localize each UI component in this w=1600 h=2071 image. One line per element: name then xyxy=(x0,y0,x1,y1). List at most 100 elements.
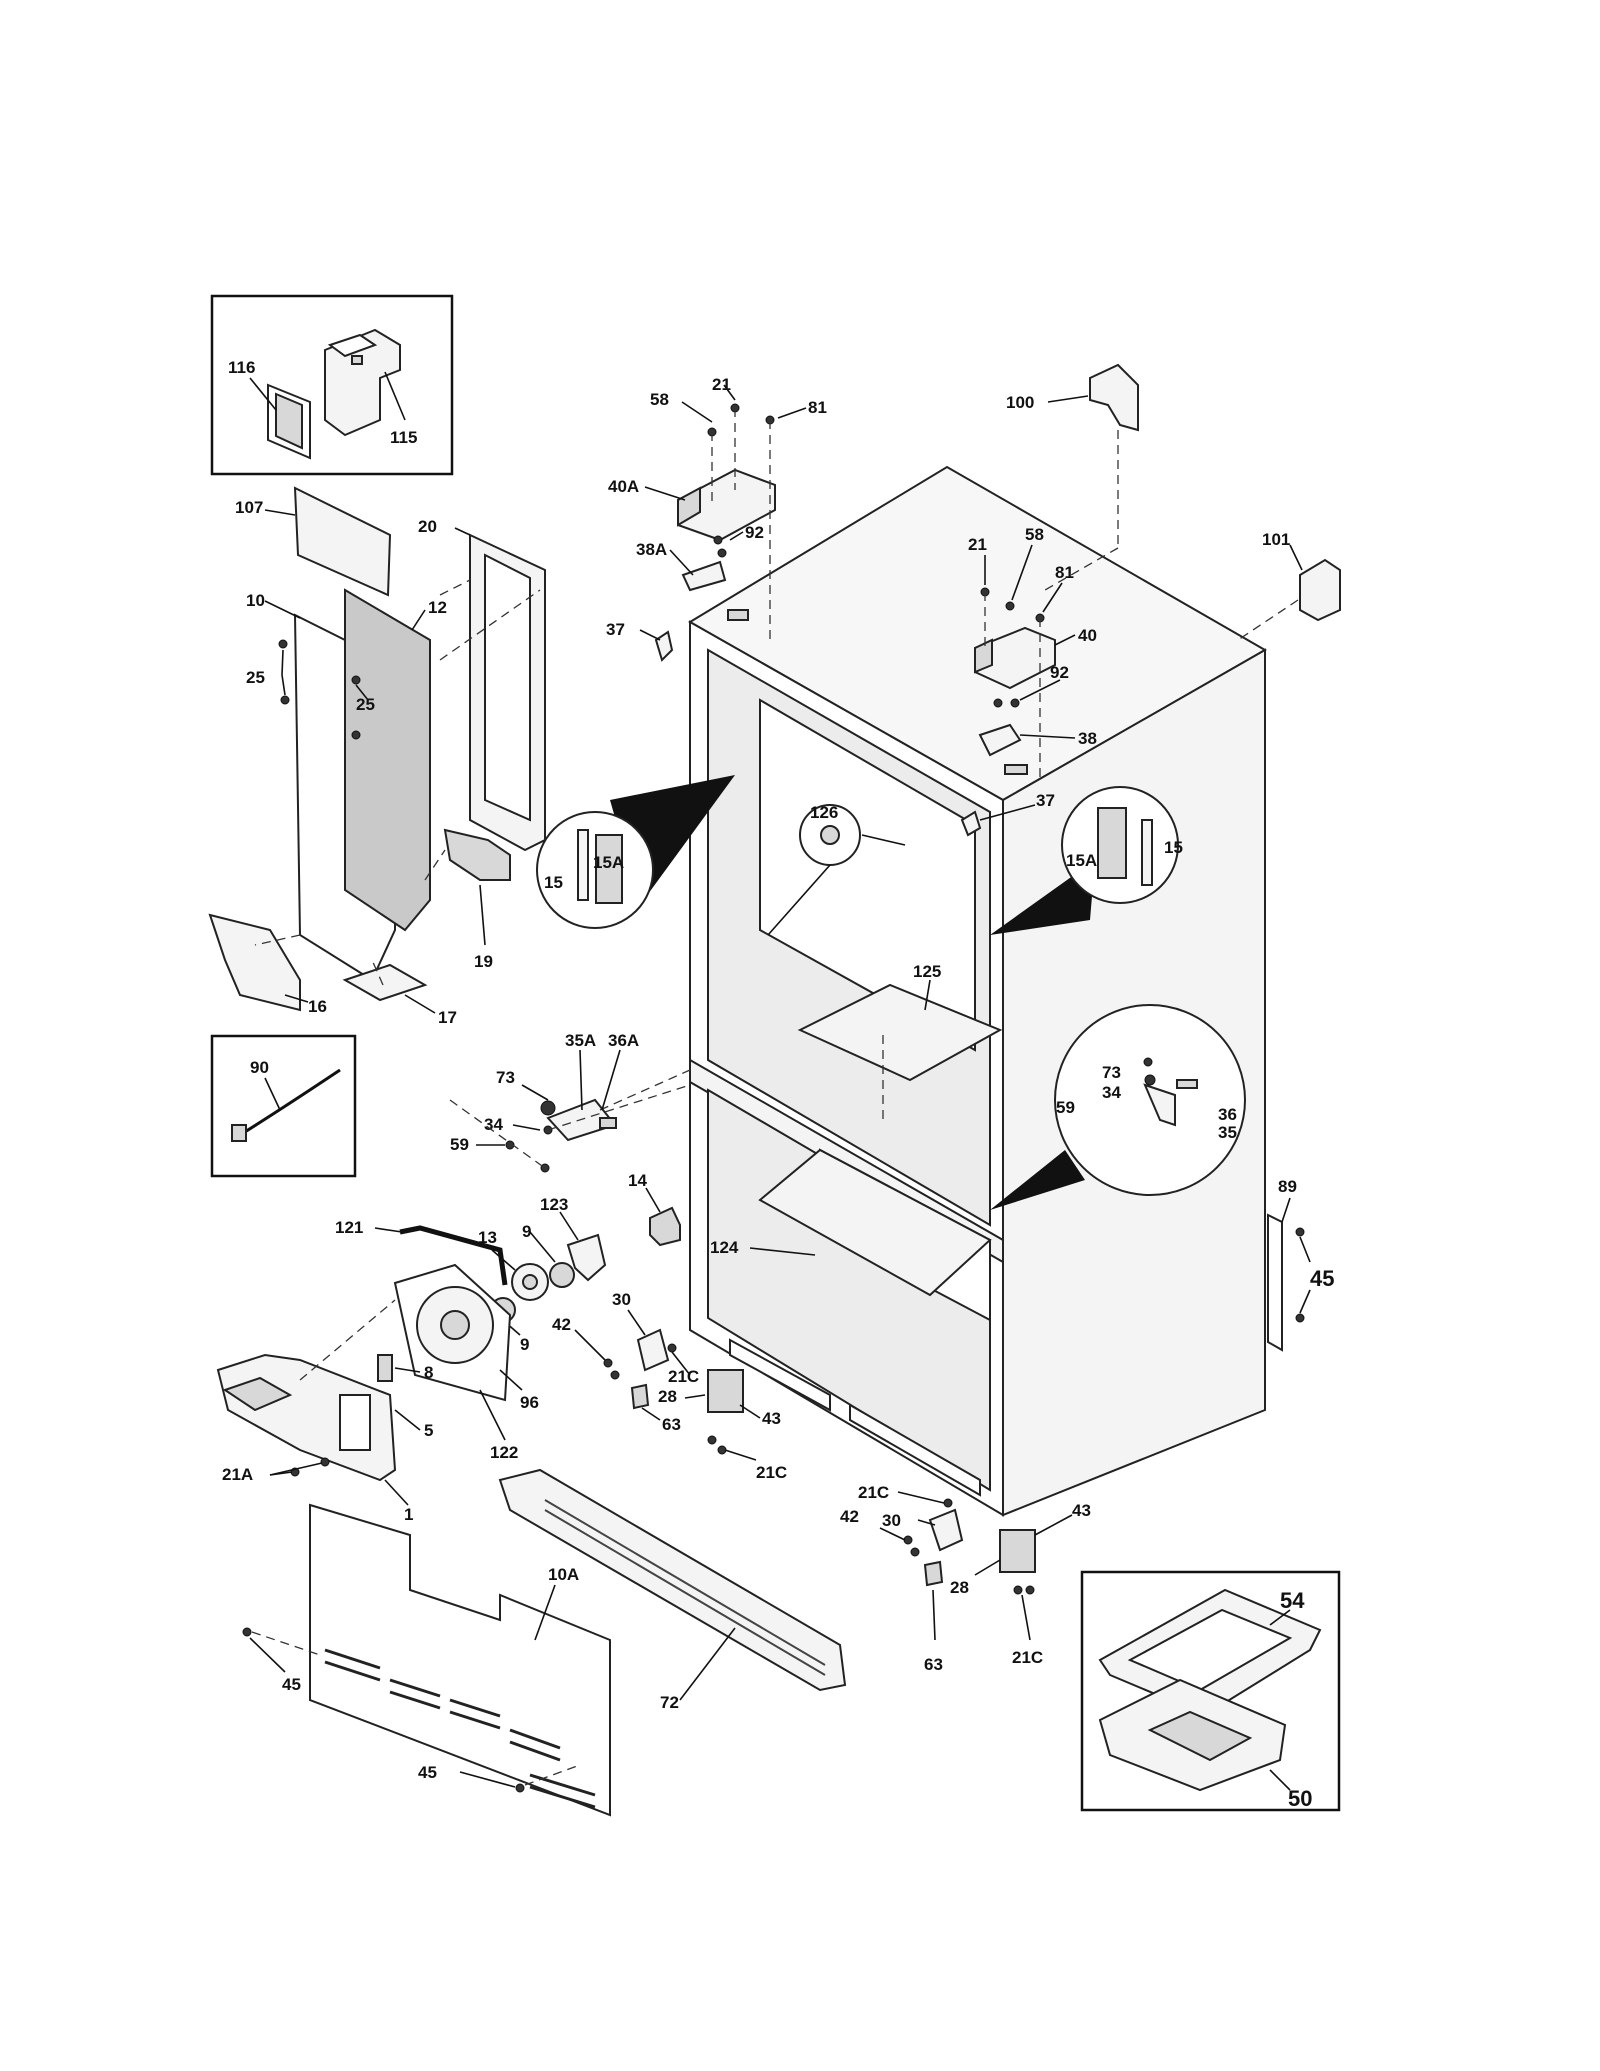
callout-34-detail: 34 xyxy=(1102,1083,1121,1102)
callout-15A-right: 15A xyxy=(1066,851,1097,870)
callout-43-right: 43 xyxy=(1072,1501,1091,1520)
callout-73-left: 73 xyxy=(496,1068,515,1087)
inset-box-bottom-right: 54 50 xyxy=(1080,1570,1341,1812)
interior-callouts: 126 125 xyxy=(767,803,941,1120)
callout-45-left: 45 xyxy=(282,1675,301,1694)
callout-63-left: 63 xyxy=(662,1415,681,1434)
callout-10: 10 xyxy=(246,591,265,610)
callout-107: 107 xyxy=(235,498,263,517)
callout-1: 1 xyxy=(404,1505,413,1524)
callout-21C-a: 21C xyxy=(668,1367,699,1386)
callout-21C-b: 21C xyxy=(756,1463,787,1482)
top-hinge-right: 21 58 81 40 92 38 37 xyxy=(960,525,1097,837)
inset-box-top-left: 116 115 xyxy=(210,294,454,476)
callout-40: 40 xyxy=(1078,626,1097,645)
callout-5: 5 xyxy=(424,1421,433,1440)
callout-45-bottom: 45 xyxy=(418,1763,437,1782)
callout-72: 72 xyxy=(660,1693,679,1712)
callout-25-left: 25 xyxy=(246,668,265,687)
callout-21C-c: 21C xyxy=(858,1483,889,1502)
callout-81-top: 81 xyxy=(808,398,827,417)
callout-21-right: 21 xyxy=(968,535,987,554)
detail-circle-right: 15A 15 xyxy=(990,786,1183,935)
callout-15-left: 15 xyxy=(544,873,563,892)
callout-9-bottom: 9 xyxy=(520,1335,529,1354)
top-brackets: 100 101 xyxy=(1006,363,1341,641)
callout-58-right: 58 xyxy=(1025,525,1044,544)
callout-92-top: 92 xyxy=(745,523,764,542)
callout-89: 89 xyxy=(1278,1177,1297,1196)
callout-122: 122 xyxy=(490,1443,518,1462)
callout-12: 12 xyxy=(428,598,447,617)
fan-assembly: 14 124 121 123 13 9 9 96 122 xyxy=(216,1099,816,1524)
ice-duct-assembly: 107 20 10 12 25 25 19 xyxy=(208,486,546,1027)
callout-15A-left: 15A xyxy=(593,853,624,872)
callout-38: 38 xyxy=(1078,729,1097,748)
callout-63-right: 63 xyxy=(924,1655,943,1674)
callout-20: 20 xyxy=(418,517,437,536)
callout-30-right: 30 xyxy=(882,1511,901,1530)
callout-42-right: 42 xyxy=(840,1507,859,1526)
callout-90: 90 xyxy=(250,1058,269,1077)
callout-101: 101 xyxy=(1262,530,1290,549)
callout-17: 17 xyxy=(438,1008,457,1027)
callout-43-left: 43 xyxy=(762,1409,781,1428)
callout-16: 16 xyxy=(308,997,327,1016)
callout-36A: 36A xyxy=(608,1031,639,1050)
callout-100: 100 xyxy=(1006,393,1034,412)
callout-35A: 35A xyxy=(565,1031,596,1050)
inset-box-mid-left: 90 xyxy=(210,1034,357,1178)
kick-panel-10A: 45 45 10A xyxy=(242,1503,611,1817)
callout-58-top: 58 xyxy=(650,390,669,409)
callout-28-left: 28 xyxy=(658,1387,677,1406)
callout-50: 50 xyxy=(1288,1786,1312,1811)
callout-14: 14 xyxy=(628,1171,647,1190)
callout-35-detail: 35 xyxy=(1218,1123,1237,1142)
callout-25-inner: 25 xyxy=(356,695,375,714)
callout-34-left: 34 xyxy=(484,1115,503,1134)
callout-96: 96 xyxy=(520,1393,539,1412)
callout-30-left: 30 xyxy=(612,1290,631,1309)
callout-121: 121 xyxy=(335,1218,363,1237)
callout-15-right: 15 xyxy=(1164,838,1183,857)
callout-73-detail: 73 xyxy=(1102,1063,1121,1082)
callout-81-right: 81 xyxy=(1055,563,1074,582)
callout-21-top: 21 xyxy=(712,375,731,394)
callout-123: 123 xyxy=(540,1195,568,1214)
middle-hinge-left: 73 35A 36A 34 59 xyxy=(450,1031,691,1173)
roller-assembly-left: 30 42 21C 28 43 63 21C xyxy=(552,1290,787,1482)
callout-21A: 21A xyxy=(222,1465,253,1484)
callout-8: 8 xyxy=(424,1363,433,1382)
detail-circle-left: 15 15A xyxy=(536,775,735,929)
callout-124: 124 xyxy=(710,1238,739,1257)
callout-9-top: 9 xyxy=(522,1222,531,1241)
callout-115: 115 xyxy=(390,428,417,447)
callout-21C-d: 21C xyxy=(1012,1648,1043,1667)
callout-59-detail: 59 xyxy=(1056,1098,1075,1117)
callout-37-right: 37 xyxy=(1036,791,1055,810)
callout-42-left: 42 xyxy=(552,1315,571,1334)
callout-13: 13 xyxy=(478,1228,497,1247)
callout-36-detail: 36 xyxy=(1218,1105,1237,1124)
side-panel-89: 89 45 xyxy=(1267,1177,1334,1352)
callout-37-left: 37 xyxy=(606,620,625,639)
callout-38A: 38A xyxy=(636,540,667,559)
detail-circle-hinge: 73 34 59 36 35 xyxy=(990,1004,1246,1210)
roller-assembly-right: 21C 30 42 43 28 63 21C xyxy=(840,1483,1091,1674)
callout-126: 126 xyxy=(810,803,838,822)
refrigerator-cabinet xyxy=(688,465,1268,1517)
callout-28-right: 28 xyxy=(950,1578,969,1597)
callout-92-right: 92 xyxy=(1050,663,1069,682)
callout-59-left: 59 xyxy=(450,1135,469,1154)
callout-125: 125 xyxy=(913,962,941,981)
top-hinge-left: 58 21 81 40A 38A 92 37 xyxy=(606,375,827,662)
callout-10A: 10A xyxy=(548,1565,579,1584)
callout-116: 116 xyxy=(228,358,255,377)
callout-19: 19 xyxy=(474,952,493,971)
callout-40A: 40A xyxy=(608,477,639,496)
callout-54: 54 xyxy=(1280,1588,1305,1613)
callout-45-side: 45 xyxy=(1310,1266,1334,1291)
grille-72: 72 xyxy=(498,1468,847,1712)
